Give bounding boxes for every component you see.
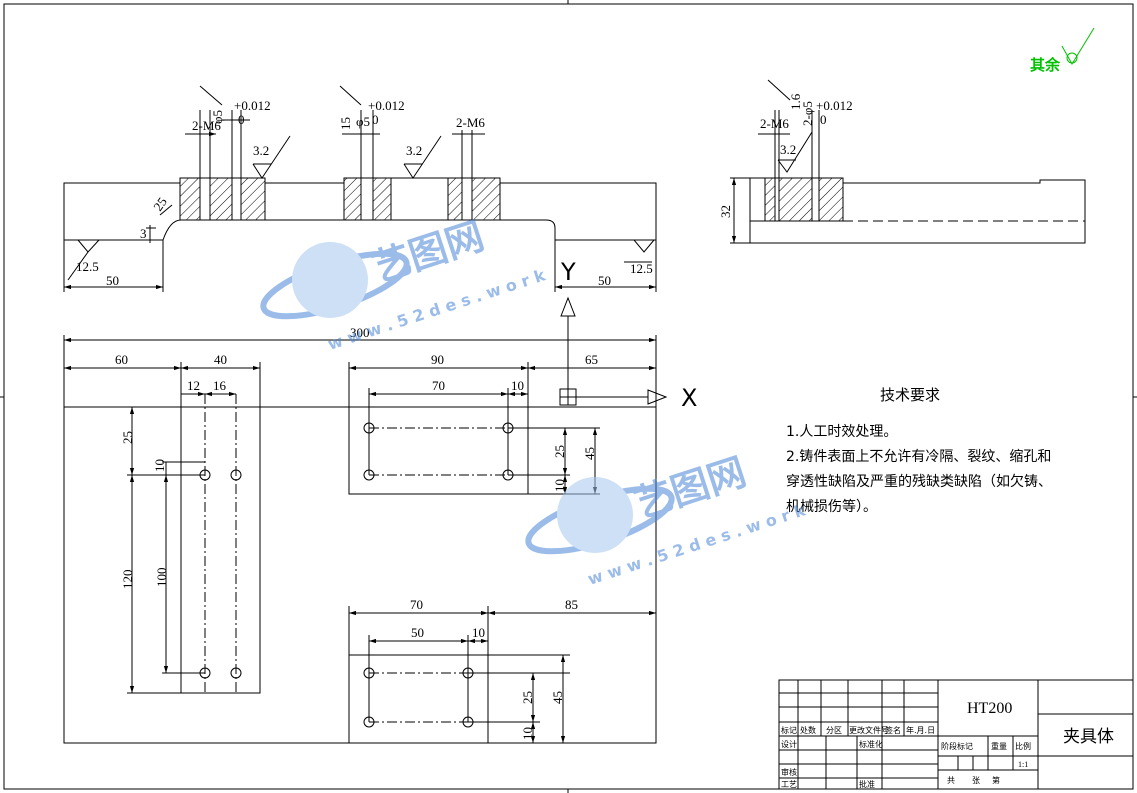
tol-upper-b: +0.012: [368, 98, 405, 113]
side-roughness-3-2: 3.2: [780, 142, 796, 157]
dim-v10-c: 10: [520, 727, 535, 740]
thick-3: 3: [140, 226, 147, 241]
side-hole-label: 2-φ5: [800, 101, 815, 126]
dim-60: 60: [115, 352, 128, 367]
tb-nianyueri: 年.月.日: [906, 725, 935, 735]
dim-10-b: 10: [472, 625, 485, 640]
dim-85: 85: [565, 597, 578, 612]
tol-lower-a: 0: [238, 112, 245, 127]
side-m6-label: 2-M6: [760, 116, 789, 131]
side-thick-32: 32: [718, 205, 733, 218]
tb-biaoji: 标记: [781, 725, 797, 735]
side-view: [730, 79, 1086, 244]
tb-gengai: 更改文件号: [849, 725, 889, 735]
tech-line-2: 2.铸件表面上不允许有冷隔、裂纹、缩孔和: [786, 449, 1051, 465]
dim-v45: 45: [582, 447, 597, 460]
side-tol-upper: +0.012: [816, 98, 853, 113]
tb-shenhe: 审核: [781, 767, 797, 777]
tol-upper-a: +0.012: [234, 98, 271, 113]
m6-label-b: 2-M6: [456, 115, 485, 130]
m6-label-a: 2-M6: [192, 118, 221, 133]
gap-15: 15: [338, 117, 353, 130]
roughness-12-5-left: 12.5: [76, 259, 99, 274]
dim-70-b: 70: [410, 597, 423, 612]
dim-v25: 25: [120, 431, 135, 444]
roughness-12-5-right: 12.5: [630, 261, 653, 276]
tb-biaozhunhua: 标准化: [859, 739, 883, 749]
hole-label-b: φ5: [356, 114, 370, 129]
tech-line-4: 机械损伤等）。: [786, 498, 877, 515]
side-tol-lower: 0: [820, 112, 827, 127]
tb-material: HT200: [967, 700, 1012, 717]
ucs-axis-icon: [559, 296, 668, 406]
tech-title: 技术要求: [880, 386, 940, 404]
tb-gong: 共: [947, 776, 955, 785]
tech-line-1: 1.人工时效处理。: [786, 424, 897, 440]
dim-16: 16: [213, 378, 227, 393]
dim-v10-b: 10: [552, 479, 567, 492]
roughness-3-2-b: 3.2: [406, 143, 422, 158]
tb-gongyi: 工艺: [781, 780, 797, 789]
dim-70-a: 70: [432, 378, 445, 393]
roughness-check-icon: [1061, 27, 1095, 65]
tb-zhongliang: 重量: [991, 741, 1007, 751]
dim-bottom-left-50: 50: [106, 273, 119, 288]
tb-sheji: 设计: [781, 739, 797, 749]
svg-text:艺图网: 艺图网: [367, 213, 489, 290]
front-view: [63, 85, 657, 292]
dim-10-a: 10: [511, 378, 524, 393]
dim-12: 12: [187, 378, 200, 393]
svg-text:艺图网: 艺图网: [629, 449, 751, 526]
dim-v25-c: 25: [520, 691, 535, 704]
tb-scale: 1:1: [1018, 760, 1028, 769]
qiyu-label: 其余: [1030, 56, 1061, 74]
tb-part-name: 夹具体: [1063, 727, 1114, 747]
gap-25: 25: [150, 194, 170, 213]
plan-view: [63, 335, 657, 744]
roughness-3-2-a: 3.2: [253, 143, 269, 158]
tb-fenqu: 分区: [826, 726, 842, 735]
dim-65: 65: [585, 352, 598, 367]
hole-label-a: φ5: [210, 110, 225, 124]
dim-bottom-right-50: 50: [598, 273, 611, 288]
axis-y-label: Y: [560, 258, 576, 286]
tb-pizhun: 批准: [859, 779, 875, 789]
dim-v25-b: 25: [552, 445, 567, 458]
tb-qianming: 签名: [885, 725, 901, 735]
dim-40: 40: [214, 352, 227, 367]
dim-300: 300: [350, 325, 370, 340]
dim-v10: 10: [152, 459, 167, 472]
dim-90: 90: [431, 352, 444, 367]
tb-jieduan: 阶段标记: [941, 741, 973, 751]
title-block: [778, 679, 1134, 790]
axis-x-label: X: [681, 384, 697, 412]
tol-lower-b: 0: [372, 112, 379, 127]
side-gap-16: 1.6: [788, 93, 803, 110]
dim-v100: 100: [154, 568, 169, 588]
tb-chushu: 处数: [800, 725, 816, 735]
tech-line-3: 穿透性缺陷及严重的残缺类缺陷（如欠铸、: [786, 474, 1052, 490]
tb-zhang: 张: [972, 776, 980, 785]
dim-v45-b: 45: [550, 691, 565, 704]
watermark-1: 艺图网 w w w . 5 2 d e s . w o r k: [260, 213, 548, 354]
tb-bili: 比例: [1015, 741, 1031, 751]
dim-50: 50: [411, 625, 424, 640]
dim-v120: 120: [120, 570, 135, 590]
tb-di: 第: [992, 775, 1000, 785]
